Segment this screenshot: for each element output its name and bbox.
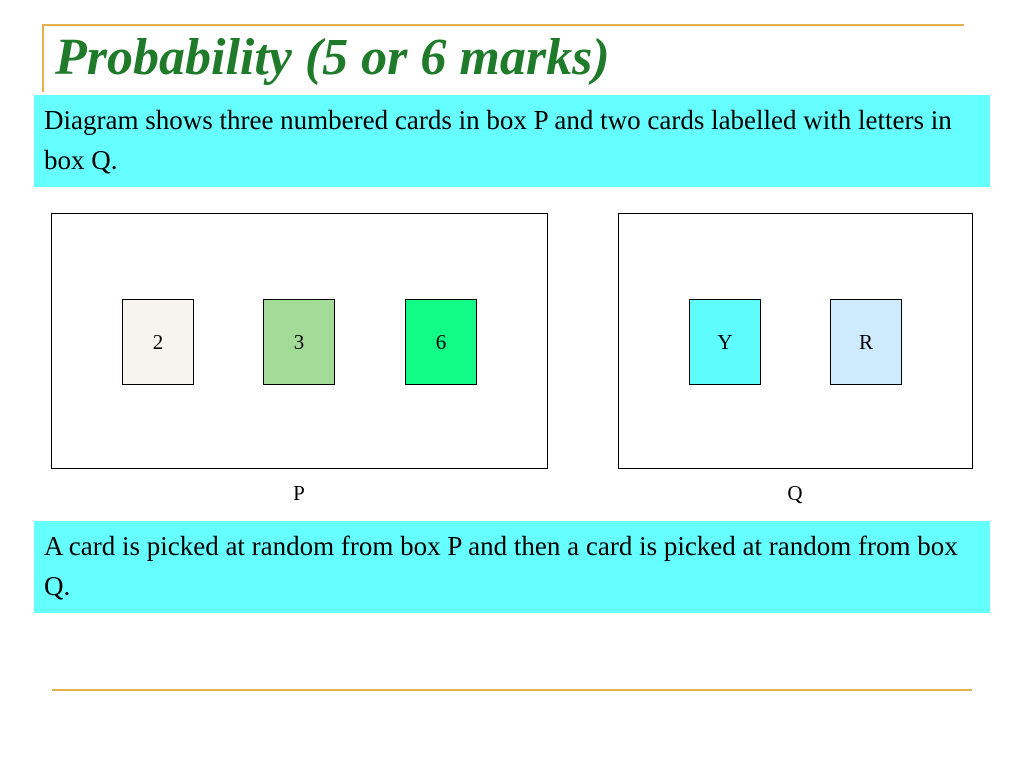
intro-text: Diagram shows three numbered cards in bo…: [44, 105, 952, 175]
card-p-2-label: 3: [293, 329, 305, 354]
slide-title: Probability (5 or 6 marks): [55, 29, 610, 86]
question-text: A card is picked at random from box P an…: [44, 531, 958, 601]
box-p: 2 3 6: [51, 213, 548, 469]
top-accent-line: [42, 24, 964, 26]
card-q-2: R: [830, 299, 902, 385]
bottom-accent-line: [52, 689, 972, 691]
card-p-3-label: 6: [435, 329, 447, 354]
intro-text-box: Diagram shows three numbered cards in bo…: [34, 95, 990, 187]
left-accent-line: [42, 24, 44, 92]
box-p-label: P: [293, 481, 305, 505]
card-q-1-label: Y: [717, 329, 733, 354]
box-q: Y R: [618, 213, 973, 469]
card-p-3: 6: [405, 299, 477, 385]
card-p-1-label: 2: [152, 329, 164, 354]
card-p-1: 2: [122, 299, 194, 385]
card-q-2-label: R: [858, 329, 873, 354]
box-q-label: Q: [787, 481, 803, 505]
card-q-1: Y: [689, 299, 761, 385]
question-text-box: A card is picked at random from box P an…: [34, 521, 990, 613]
card-p-2: 3: [263, 299, 335, 385]
